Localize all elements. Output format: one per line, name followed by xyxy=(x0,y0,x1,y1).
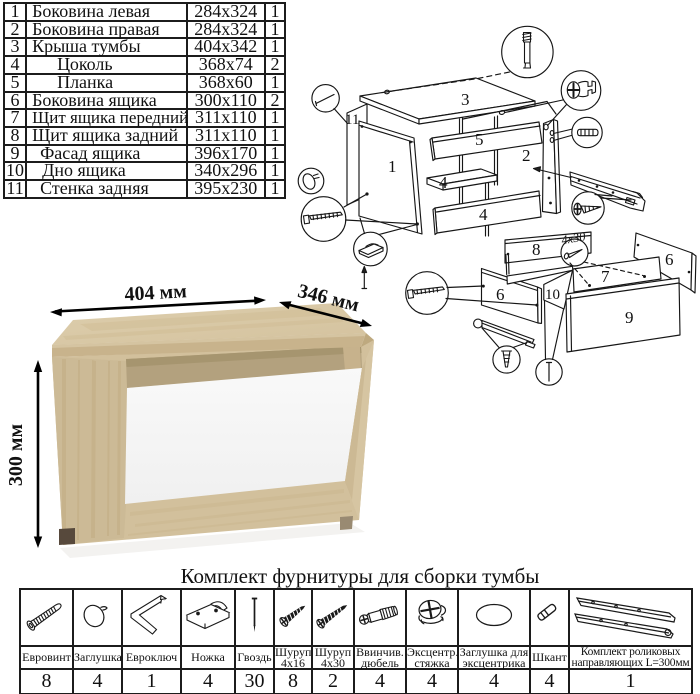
svg-text:5: 5 xyxy=(475,130,484,149)
svg-text:11: 11 xyxy=(345,112,359,128)
svg-text:3: 3 xyxy=(461,90,470,109)
svg-text:4x30: 4x30 xyxy=(560,229,587,247)
svg-text:4: 4 xyxy=(479,205,488,224)
svg-text:8: 8 xyxy=(532,240,541,259)
svg-text:10: 10 xyxy=(545,287,560,303)
svg-text:300 мм: 300 мм xyxy=(5,424,27,486)
svg-text:9: 9 xyxy=(625,308,634,327)
svg-text:6: 6 xyxy=(496,285,505,304)
svg-text:6: 6 xyxy=(665,250,674,269)
svg-text:2: 2 xyxy=(522,146,531,165)
svg-text:404 мм: 404 мм xyxy=(124,280,187,305)
svg-text:1: 1 xyxy=(388,157,397,176)
svg-text:4: 4 xyxy=(439,173,448,192)
svg-text:7: 7 xyxy=(601,267,610,286)
